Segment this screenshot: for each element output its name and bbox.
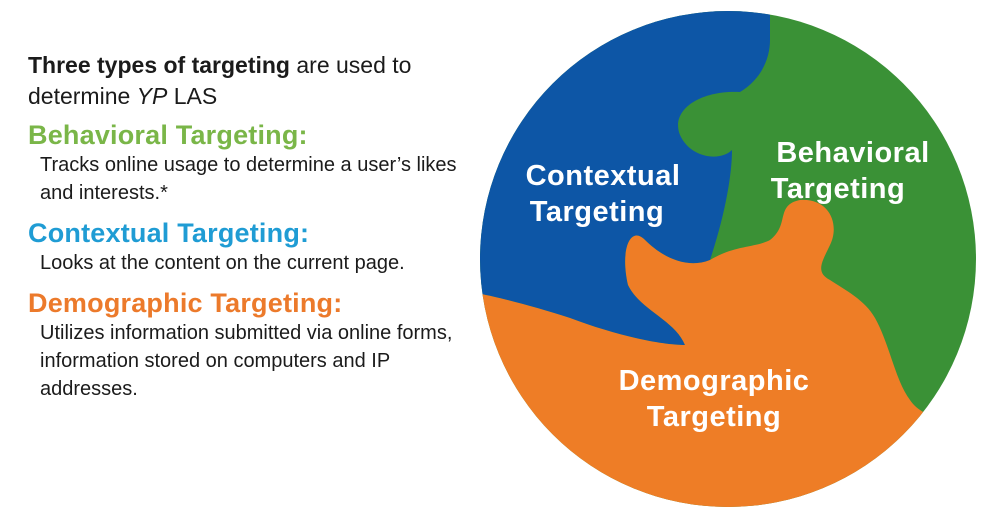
behavioral-title: Behavioral Targeting: <box>28 120 308 150</box>
contextual-title: Contextual Targeting: <box>28 218 310 248</box>
intro-rest: are used to <box>289 52 412 78</box>
demographic-label-line1: Demographic <box>619 365 810 397</box>
behavioral-label-line1: Behavioral <box>776 137 929 169</box>
intro-line2-suffix: LAS <box>167 83 218 109</box>
behavioral-body: Tracks online usage to determine a user’… <box>40 154 457 204</box>
intro-bold: Three types of targeting <box>28 52 290 78</box>
intro-text: Three types of targeting are used to det… <box>28 50 458 112</box>
description-panel: Three types of targeting are used to det… <box>28 50 458 413</box>
demographic-title: Demographic Targeting: <box>28 288 343 318</box>
contextual-label-line1: Contextual <box>526 160 681 192</box>
intro-line2-prefix: determine <box>28 83 137 109</box>
contextual-label-line2: Targeting <box>530 196 664 228</box>
demographic-body: Utilizes information submitted via onlin… <box>40 322 453 400</box>
puzzle-diagram: Contextual Targeting Behavioral Targetin… <box>480 11 976 507</box>
contextual-body: Looks at the content on the current page… <box>40 252 405 274</box>
demographic-piece <box>480 199 976 507</box>
behavioral-label-line2: Targeting <box>771 173 905 205</box>
demographic-label-line2: Targeting <box>647 401 781 433</box>
intro-italic: YP <box>136 83 168 109</box>
